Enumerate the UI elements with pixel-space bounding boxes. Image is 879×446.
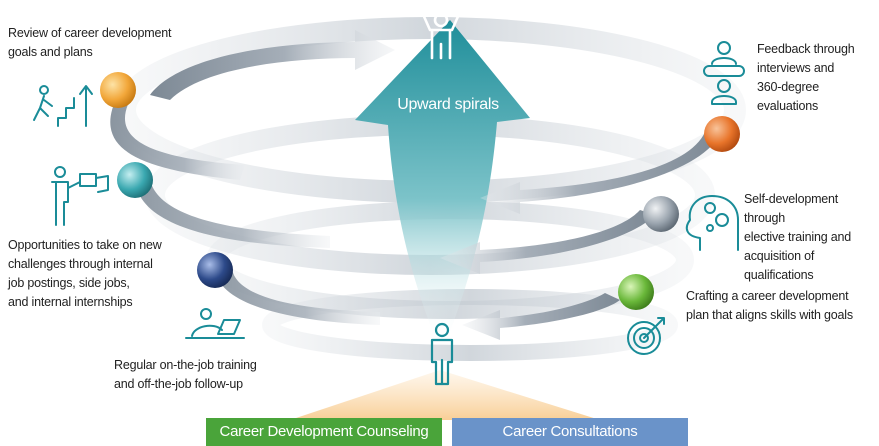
upward-spirals-label: Upward spirals bbox=[397, 96, 499, 113]
tab-career-consultations: Career Consultations bbox=[452, 418, 688, 446]
step-label-review: Review of career development goals and p… bbox=[8, 26, 172, 59]
step-label-self-development: Self-development through elective traini… bbox=[744, 192, 851, 282]
presentation-icon bbox=[51, 166, 109, 226]
step-ball-teal bbox=[117, 162, 153, 198]
step-label-on-the-job: Regular on-the-job training and off-the-… bbox=[114, 358, 257, 391]
success-person-icon bbox=[420, 10, 462, 60]
step-label-feedback: Feedback through interviews and 360-degr… bbox=[757, 42, 855, 113]
step-ball-green bbox=[618, 274, 654, 310]
step-label-crafting: Crafting a career development plan that … bbox=[686, 289, 853, 322]
step-ball-gray bbox=[643, 196, 679, 232]
base-fan bbox=[290, 370, 600, 420]
tab-career-development-counseling: Career Development Counseling bbox=[206, 418, 442, 446]
climbing-stairs-icon bbox=[33, 85, 93, 127]
step-ball-orange bbox=[100, 72, 136, 108]
upward-arrow bbox=[355, 20, 530, 345]
step-ball-navy bbox=[197, 252, 233, 288]
starting-person-icon bbox=[430, 322, 454, 386]
laptop-user-icon bbox=[185, 308, 245, 339]
head-gears-icon bbox=[685, 195, 739, 251]
step-ball-red bbox=[704, 116, 740, 152]
step-label-opportunities: Opportunities to take on new challenges … bbox=[8, 238, 162, 309]
interview-icon bbox=[703, 41, 745, 105]
spiral-arrows bbox=[110, 30, 720, 340]
target-icon bbox=[627, 317, 665, 355]
